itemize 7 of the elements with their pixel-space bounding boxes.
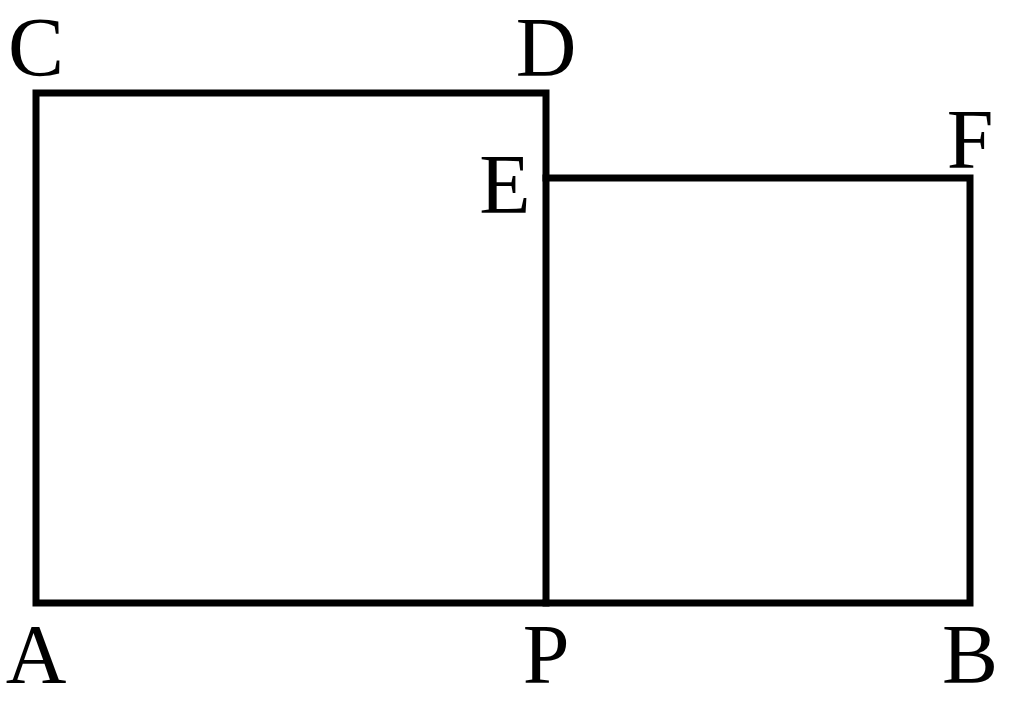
vertex-label: E	[479, 143, 531, 227]
vertex-label: F	[946, 98, 994, 182]
vertex-label: D	[515, 6, 577, 90]
vertex-label: A	[5, 613, 67, 697]
vertex-label: P	[522, 613, 570, 697]
vertex-label: C	[8, 6, 64, 90]
vertex-label: B	[942, 613, 998, 697]
